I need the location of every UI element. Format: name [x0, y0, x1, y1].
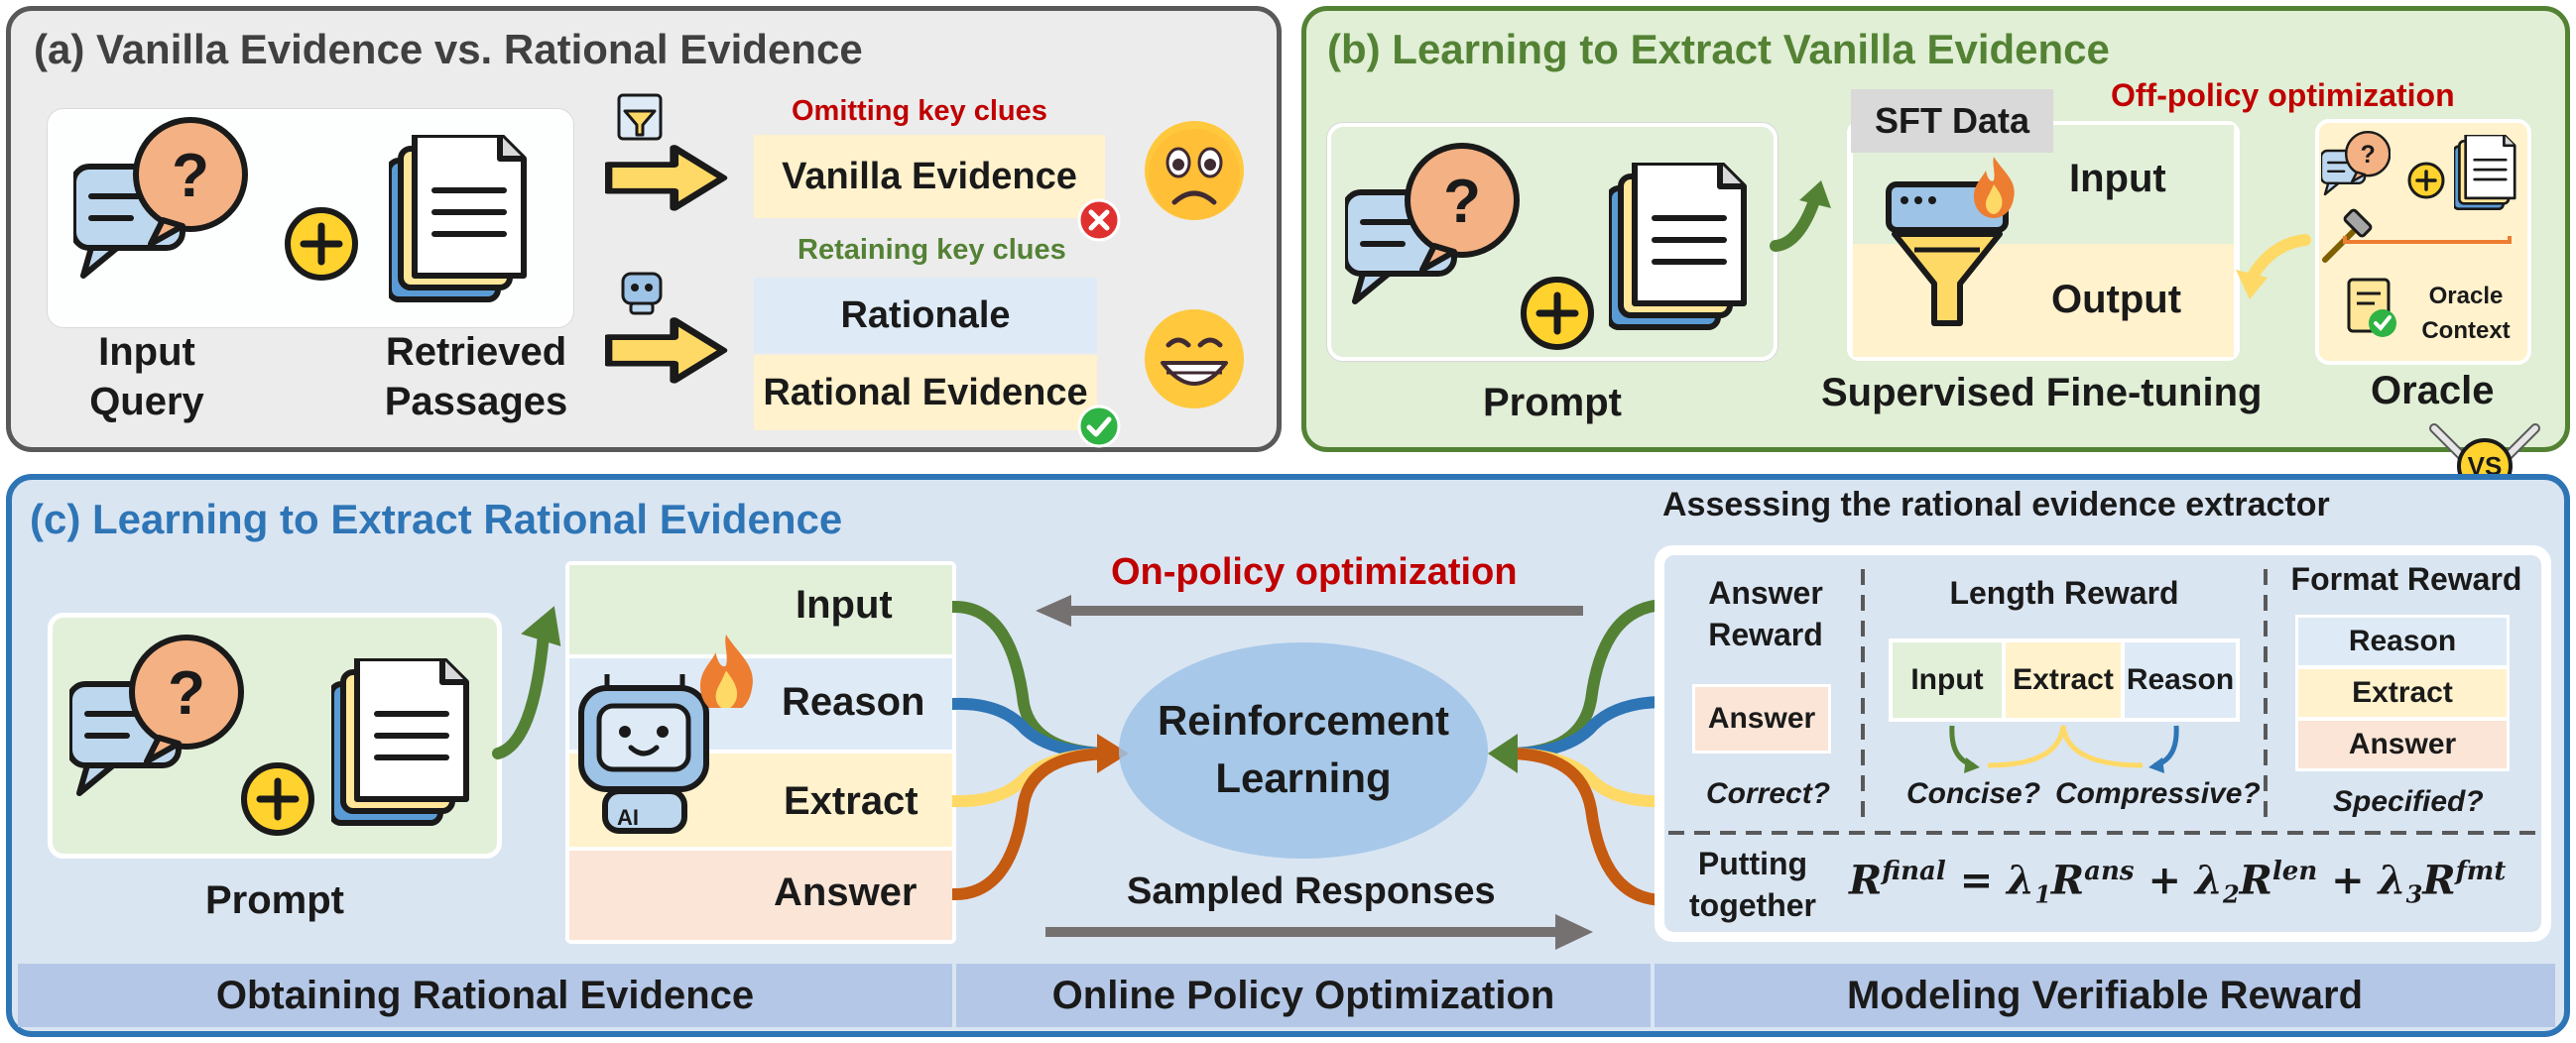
footer-obtaining: Obtaining Rational Evidence [18, 964, 952, 1027]
input-label-line2: Query [89, 380, 204, 423]
answer-reward-line1: Answer [1708, 575, 1823, 611]
document-icon [331, 658, 490, 837]
answer-reward-box: Answer [1692, 684, 1831, 753]
input-label-c: Input [796, 583, 893, 627]
input-label-line1: Input [98, 330, 195, 374]
question-bubble-icon [1345, 143, 1543, 341]
specified-label: Specified? [2333, 785, 2484, 818]
rl-line2: Learning [1215, 753, 1392, 801]
putting-line1: Putting [1697, 846, 1808, 881]
retrieved-label-line2: Passages [384, 380, 568, 423]
retaining-label: Retaining key clues [797, 234, 1066, 266]
concise-label: Concise? [1906, 777, 2041, 810]
panel-b-title: (b) Learning to Extract Vanilla Evidence [1327, 26, 2110, 72]
final-reward-formula: Rfinal = λ1Rans + λ2Rlen + λ3Rfmt [1849, 857, 2507, 909]
right-arrow-icon [605, 317, 734, 387]
curved-arrow [1770, 180, 1831, 252]
oracle-context-label: Oracle Context [2406, 280, 2525, 349]
document-icon [389, 135, 548, 313]
sft-data-label: SFT Data [1851, 89, 2053, 153]
right-connectors [1488, 599, 1666, 906]
left-connectors [952, 600, 1129, 901]
fmt-answer-box: Answer [2295, 718, 2510, 771]
dashed-divider [2264, 569, 2268, 823]
document-icon [1609, 163, 1768, 341]
document-icon [2454, 135, 2516, 211]
funnel-icon [617, 93, 663, 141]
top-gray-arrow [1036, 595, 1583, 627]
fmt-extract-box: Extract [2295, 666, 2510, 720]
fire-icon [1974, 157, 2015, 218]
rationale-box: Rationale [754, 278, 1097, 353]
sft-label: Supervised Fine-tuning [1821, 371, 2263, 414]
compressive-label: Compressive? [2055, 777, 2261, 810]
length-brace-arrows [1949, 725, 2179, 773]
question-bubble-icon [73, 117, 272, 315]
putting-together-label: Putting together [1656, 843, 1849, 926]
panel-c-title: (c) Learning to Extract Rational Evidenc… [30, 496, 843, 542]
len-extract-box: Extract [2006, 642, 2121, 718]
sft-input-label: Input [2069, 157, 2166, 200]
plus-icon [1518, 274, 1597, 353]
oracle-context-line1: Oracle [2428, 283, 2504, 309]
rl-label: Reinforcement Learning [1115, 692, 1492, 807]
on-policy-label: On-policy optimization [1111, 551, 1518, 593]
putting-line2: together [1689, 887, 1816, 924]
robot-icon [578, 674, 709, 834]
plus-icon [282, 204, 361, 284]
dashed-divider [1861, 569, 1865, 823]
format-reward-title: Format Reward [2290, 561, 2522, 597]
oracle-label: Oracle [2371, 369, 2495, 412]
grin-emoji-icon [1145, 309, 1244, 408]
omitting-label: Omitting key clues [792, 95, 1047, 127]
document-check-icon [2347, 278, 2396, 337]
curved-arrow [492, 606, 561, 759]
sft-output-label: Output [2051, 278, 2182, 321]
input-row [569, 565, 952, 654]
prompt-label-b: Prompt [1483, 381, 1622, 424]
extract-label-c: Extract [784, 779, 919, 823]
bracket-line [2343, 236, 2512, 244]
footer-online: Online Policy Optimization [956, 964, 1651, 1027]
yellow-curved-arrow [2236, 234, 2311, 299]
panel-a-title: (a) Vanilla Evidence vs. Rational Eviden… [34, 26, 863, 72]
len-input-box: Input [1893, 642, 2002, 718]
footer-modeling: Modeling Verifiable Reward [1655, 964, 2555, 1027]
cross-icon [1077, 198, 1121, 242]
vanilla-evidence-box: Vanilla Evidence [754, 135, 1105, 218]
off-policy-label: Off-policy optimization [2111, 77, 2455, 113]
answer-label-c: Answer [774, 870, 918, 914]
right-arrow-icon [605, 145, 734, 214]
fmt-reason-box: Reason [2295, 615, 2510, 668]
len-reason-box: Reason [2125, 642, 2236, 718]
answer-reward-line2: Reward [1708, 616, 1823, 652]
fire-icon [700, 635, 753, 708]
rational-evidence-box: Rational Evidence [754, 355, 1097, 430]
question-bubble-icon [2321, 131, 2391, 196]
oracle-context-line2: Context [2421, 316, 2511, 344]
horizontal-dashed-divider [1668, 831, 2537, 835]
bottom-gray-arrow [1045, 914, 1593, 950]
worried-emoji-icon [1145, 121, 1244, 220]
retrieved-label-line1: Retrieved [385, 330, 567, 374]
input-query-label: Input Query [48, 327, 246, 426]
plus-icon [2407, 162, 2445, 199]
check-icon [1077, 405, 1121, 448]
robot-icon [621, 272, 663, 315]
prompt-label-c: Prompt [205, 878, 344, 922]
reason-label-c: Reason [782, 680, 925, 724]
assessing-label: Assessing the rational evidence extracto… [1662, 486, 2330, 523]
plus-icon [238, 759, 317, 839]
length-reward-title: Length Reward [1949, 575, 2179, 611]
ai-badge: AI [617, 805, 639, 830]
answer-reward-title: Answer Reward [1676, 573, 1855, 655]
hammer-icon [2322, 208, 2373, 263]
correct-label: Correct? [1706, 777, 1831, 810]
retrieved-passages-label: Retrieved Passages [367, 327, 585, 426]
answer-row [569, 851, 952, 940]
rl-ellipse [1119, 642, 1488, 859]
sampled-label: Sampled Responses [1127, 870, 1496, 912]
rl-line1: Reinforcement [1157, 697, 1450, 744]
